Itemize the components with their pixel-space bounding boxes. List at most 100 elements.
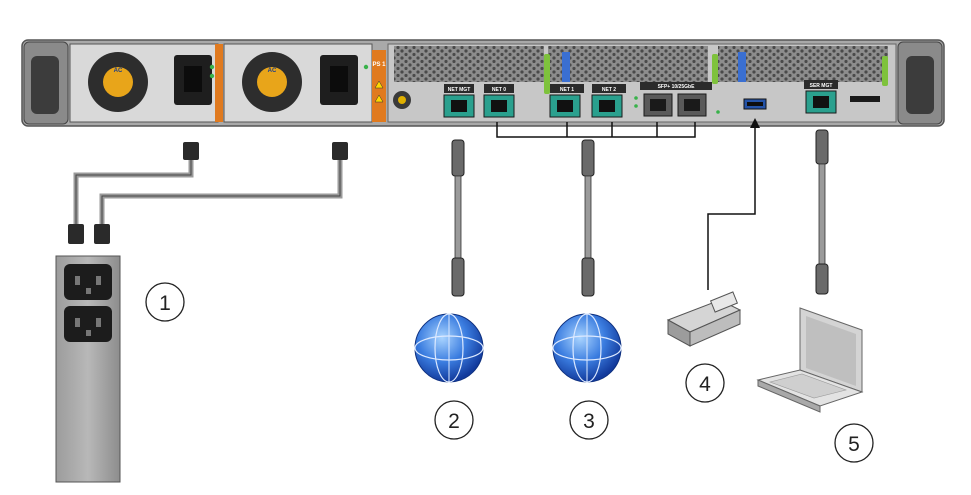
- ser-mgt-port-jack: [813, 96, 829, 108]
- laptop-screen: [806, 316, 856, 386]
- psu-0-brand-label: AC: [114, 68, 123, 74]
- globe-icon: [414, 313, 484, 383]
- net4-sfp-cage: [684, 99, 700, 111]
- net1-port-jack: [557, 100, 573, 112]
- net2-port-jack: [599, 100, 615, 112]
- ser-mgt-label: SER MGT: [810, 83, 833, 89]
- psu-0-socket: [184, 66, 202, 92]
- slot-latch-2[interactable]: [712, 54, 718, 84]
- serial-cable-body: [818, 163, 826, 265]
- misc-port-strip: [850, 96, 880, 102]
- rj45-connector-bottom: [451, 257, 465, 297]
- net0-label: NET 0: [492, 87, 506, 93]
- callout-number: 4: [699, 373, 711, 396]
- ethernet-cable-data: [581, 139, 595, 297]
- psu-1-fan-hub: [257, 67, 287, 97]
- pcie-slot-tab-2[interactable]: [738, 52, 746, 82]
- callout-5: 5: [834, 423, 874, 463]
- callout-circle: [685, 363, 725, 403]
- psu-1-led: [363, 64, 369, 70]
- power-cords: [68, 142, 348, 244]
- usb-arrow-icon: [750, 118, 760, 128]
- ethernet-cable-1: [454, 175, 462, 259]
- pdu-plug-2: [94, 224, 110, 244]
- rack-handle-right[interactable]: [906, 56, 934, 114]
- callout-number: 1: [159, 292, 171, 315]
- psu-1-socket: [330, 66, 348, 92]
- laptop-base-edge: [757, 379, 821, 413]
- sfp-group-label-bg: [640, 82, 712, 90]
- pdu-outlet-2-pin: [96, 318, 101, 327]
- warning-triangle-icon: [374, 80, 384, 89]
- pdu-outlet-1-pin: [75, 276, 80, 285]
- sfp-led-2: [634, 104, 638, 108]
- power-cord-1: [73, 160, 194, 225]
- psu-0-led: [209, 64, 215, 70]
- rj45-connector-top: [815, 129, 829, 165]
- net1-label: NET 1: [560, 87, 574, 93]
- net-mgt-label: NET MGT: [448, 87, 471, 93]
- net0-label-bg: [484, 84, 514, 93]
- callout-circle: [145, 282, 185, 322]
- net2-label-bg: [592, 84, 626, 93]
- serial-cable: [815, 129, 829, 295]
- vent-grille-2: [548, 46, 708, 82]
- slot-latch-3[interactable]: [882, 56, 888, 86]
- sfp-led-1: [634, 96, 638, 100]
- usb-drive-icon: [666, 291, 742, 347]
- rj45-connector-bottom: [581, 257, 595, 297]
- rj45-connector-bottom: [815, 263, 829, 295]
- pdu-outlet-1-pin: [86, 288, 91, 294]
- pdu-outlet-1-pin: [96, 276, 101, 285]
- power-plug-psu1: [332, 142, 348, 160]
- callout-circle: [569, 400, 609, 440]
- psu-0-fan-hub: [103, 67, 133, 97]
- callout-number: 3: [583, 410, 595, 433]
- power-supply-0: AC: [69, 43, 223, 123]
- usb-port-slot: [747, 102, 763, 106]
- pdu-outlet-1[interactable]: [64, 264, 112, 300]
- psu-0-release-tab[interactable]: [215, 44, 223, 122]
- vent-grille-3: [718, 46, 888, 82]
- net2-label: NET 2: [602, 87, 616, 93]
- power-cord-2-edge: [101, 160, 341, 225]
- callout-circle: [834, 423, 874, 463]
- psu-indicator-label: PS 1: [372, 62, 386, 68]
- locator-led: [398, 96, 406, 104]
- usb-drive-front: [689, 309, 741, 347]
- ser-mgt-label-bg: [804, 80, 838, 89]
- pdu-plug-1: [68, 224, 84, 244]
- callout-circle: [434, 400, 474, 440]
- callout-number: 2: [448, 410, 460, 433]
- laptop-icon: [756, 307, 864, 413]
- callout-2: 2: [434, 400, 474, 440]
- pcie-slot-tab-1[interactable]: [562, 52, 570, 82]
- callout-3: 3: [569, 400, 609, 440]
- ethernet-cable-2: [584, 175, 592, 259]
- pdu-outlet-2[interactable]: [64, 306, 112, 342]
- rack-handle-left[interactable]: [31, 56, 59, 114]
- net3-sfp-cage: [650, 99, 666, 111]
- callout-1: 1: [145, 282, 185, 322]
- sfp-group-label: SFP+ 10/25GbE: [658, 84, 695, 90]
- net-mgt-label-bg: [444, 84, 474, 93]
- server-chassis: AC AC PS 1: [21, 39, 945, 127]
- status-led: [716, 110, 720, 114]
- psu-0-led-2: [209, 73, 215, 79]
- power-distribution-unit-icon: [55, 255, 121, 483]
- callout-number: 5: [848, 433, 860, 456]
- pdu-outlet-2-pin: [75, 318, 80, 327]
- power-supply-1: AC PS 1: [223, 43, 386, 123]
- pdu-outlet-2-pin: [86, 330, 91, 336]
- globe-icon: [552, 313, 622, 383]
- net0-port-jack: [491, 100, 507, 112]
- net1-label-bg: [550, 84, 584, 93]
- psu-1-brand-label: AC: [268, 68, 277, 74]
- usb-drive-connector: [709, 291, 739, 313]
- rj45-connector-top: [581, 139, 595, 177]
- net-mgt-port-jack: [451, 100, 467, 112]
- laptop-keyboard: [768, 373, 848, 399]
- ethernet-cable-mgmt: [451, 139, 465, 297]
- slot-latch-1[interactable]: [544, 54, 550, 94]
